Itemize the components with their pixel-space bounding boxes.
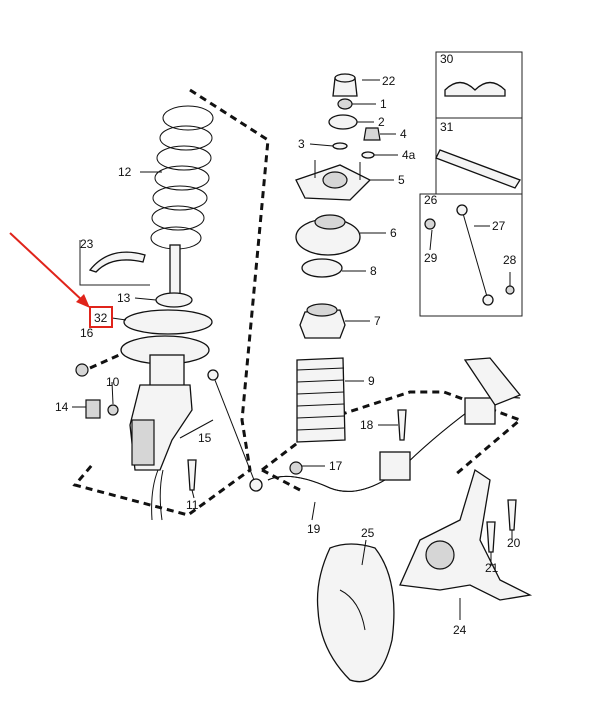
brake-shield bbox=[316, 543, 395, 683]
stabilizer-link bbox=[207, 369, 263, 492]
label-16: 16 bbox=[80, 326, 94, 340]
label-20: 20 bbox=[507, 536, 521, 550]
label-17: 17 bbox=[329, 459, 343, 473]
detail-box-23 bbox=[79, 240, 150, 286]
steering-knuckle bbox=[399, 468, 533, 601]
label-2: 2 bbox=[378, 115, 385, 129]
label-14: 14 bbox=[55, 400, 69, 414]
label-11: 11 bbox=[186, 498, 199, 512]
label-26: 26 bbox=[424, 193, 438, 207]
label-7: 7 bbox=[374, 314, 381, 328]
label-30: 30 bbox=[440, 52, 454, 66]
label-10: 10 bbox=[106, 375, 120, 389]
label-29: 29 bbox=[424, 251, 438, 265]
label-6: 6 bbox=[390, 226, 397, 240]
label-8: 8 bbox=[370, 264, 377, 278]
label-24: 24 bbox=[453, 623, 467, 637]
label-4a: 4a bbox=[402, 148, 416, 162]
label-1: 1 bbox=[380, 97, 387, 111]
label-31: 31 bbox=[440, 120, 454, 134]
leader-lines bbox=[72, 79, 513, 620]
label-28: 28 bbox=[503, 253, 517, 267]
label-22: 22 bbox=[382, 74, 396, 88]
highlight-box-32 bbox=[89, 306, 113, 328]
label-12: 12 bbox=[118, 165, 132, 179]
label-32: 32 bbox=[94, 311, 108, 325]
label-4: 4 bbox=[400, 127, 407, 141]
label-27: 27 bbox=[492, 219, 506, 233]
label-25: 25 bbox=[361, 526, 375, 540]
shock-absorber-strut bbox=[120, 244, 213, 521]
strut-top-mount bbox=[295, 73, 381, 443]
subframe-assembly-outline bbox=[261, 390, 523, 492]
label-3: 3 bbox=[298, 137, 305, 151]
coil-spring bbox=[150, 105, 214, 250]
stabilizer-bar bbox=[267, 357, 522, 492]
highlight-arrow bbox=[9, 232, 90, 308]
label-15: 15 bbox=[198, 431, 212, 445]
label-23: 23 bbox=[80, 237, 94, 251]
label-19: 19 bbox=[307, 522, 321, 536]
label-9: 9 bbox=[368, 374, 375, 388]
hardware bbox=[75, 363, 517, 553]
part-labels: 22 1 2 3 4 4a 5 6 8 7 9 12 23 13 32 16 1… bbox=[55, 52, 521, 637]
label-18: 18 bbox=[360, 418, 374, 432]
detail-box-26 bbox=[419, 193, 523, 317]
label-21: 21 bbox=[485, 561, 499, 575]
label-13: 13 bbox=[117, 291, 131, 305]
label-5: 5 bbox=[398, 173, 405, 187]
